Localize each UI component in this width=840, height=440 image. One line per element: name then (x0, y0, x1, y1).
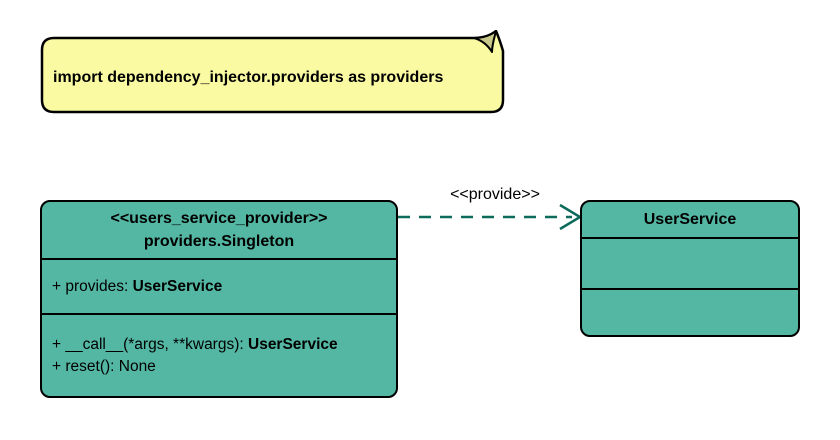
class-name: UserService (643, 211, 737, 228)
class-name: providers.Singleton (143, 233, 295, 250)
class-methods-compartment-empty (582, 288, 798, 335)
class-methods-compartment: + __call__(*args, **kwargs): UserService… (42, 313, 396, 396)
method-text: + __call__(*args, **kwargs): (52, 335, 248, 353)
class-header: <<users_service_provider>> providers.Sin… (42, 202, 396, 258)
method-reset: + reset(): None (52, 356, 396, 378)
provide-arrow-label: <<provide>> (450, 186, 540, 203)
note-fold-icon (473, 30, 497, 53)
attribute-provides: + provides: UserService (52, 278, 222, 296)
class-providers-singleton: <<users_service_provider>> providers.Sin… (40, 200, 398, 398)
attribute-text: + provides: (52, 277, 133, 295)
attribute-type: UserService (132, 277, 223, 295)
class-attributes-compartment-empty (582, 237, 798, 288)
class-attributes-compartment: + provides: UserService (42, 258, 396, 313)
class-userservice: UserService (580, 200, 800, 337)
import-note: import dependency_injector.providers as … (40, 30, 510, 122)
note-text: import dependency_injector.providers as … (53, 69, 444, 86)
provide-arrow (398, 203, 583, 231)
note-shape (40, 30, 505, 114)
method-text: + reset(): None (52, 357, 156, 375)
class-stereotype: <<users_service_provider>> (110, 210, 328, 227)
method-call: + __call__(*args, **kwargs): UserService (52, 334, 396, 356)
method-return-type: UserService (248, 335, 338, 353)
